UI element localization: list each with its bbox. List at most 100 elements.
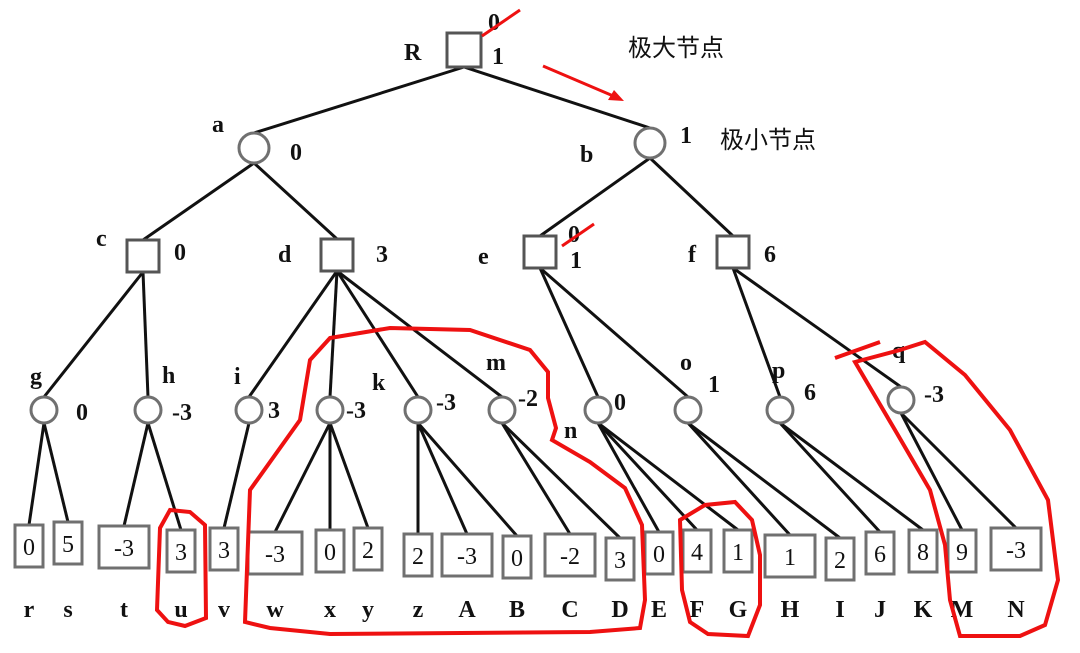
edges bbox=[27, 65, 1018, 540]
root-value: 1 bbox=[492, 44, 504, 70]
node-value-k: -3 bbox=[436, 390, 456, 416]
node-value-b: 1 bbox=[680, 123, 692, 149]
legend-max-node: 极大节点 bbox=[628, 34, 724, 62]
leaf-node-K bbox=[907, 528, 939, 574]
min-node-a bbox=[237, 131, 271, 165]
leaf-node-y bbox=[352, 526, 384, 572]
leaf-label-G: G bbox=[729, 597, 748, 623]
min-node-j bbox=[315, 395, 345, 425]
min-node-i bbox=[234, 395, 264, 425]
leaf-node-x bbox=[314, 528, 346, 574]
leaf-node-B bbox=[501, 534, 533, 580]
tree-edge bbox=[335, 270, 420, 398]
node-value-h: -3 bbox=[172, 400, 192, 426]
leaf-label-B: B bbox=[509, 597, 525, 623]
leaf-node-D bbox=[604, 536, 636, 582]
node-label-i: i bbox=[234, 364, 241, 390]
min-node-h bbox=[133, 395, 163, 425]
tree-edge bbox=[500, 422, 572, 535]
tree-edge bbox=[686, 421, 792, 537]
leaf-value-s: 5 bbox=[62, 532, 74, 558]
leaf-label-y: y bbox=[362, 597, 374, 623]
node-value-g: 0 bbox=[76, 400, 88, 426]
leaf-node-G bbox=[722, 528, 754, 574]
red-arrow-icon bbox=[542, 64, 624, 101]
tree-edge bbox=[141, 271, 150, 398]
leaf-node-M bbox=[946, 528, 978, 574]
tree-edge bbox=[336, 269, 503, 399]
min-node-k bbox=[403, 395, 433, 425]
node-label-a: a bbox=[212, 112, 224, 138]
leaf-value-B: 0 bbox=[511, 546, 523, 572]
leaf-value-D: 3 bbox=[614, 548, 626, 574]
leaf-label-E: E bbox=[651, 597, 667, 623]
leaf-label-J: J bbox=[874, 597, 886, 623]
node-value-a: 0 bbox=[290, 140, 302, 166]
leaf-label-v: v bbox=[218, 597, 230, 623]
tree-edge bbox=[27, 422, 46, 526]
leaf-node-N bbox=[989, 526, 1043, 572]
leaf-label-N: N bbox=[1007, 597, 1025, 623]
prune-outline-middle bbox=[242, 325, 648, 637]
node-value-j: -3 bbox=[346, 398, 366, 424]
prune-outline-u bbox=[154, 507, 209, 629]
min-node-m bbox=[487, 395, 517, 425]
node-label-b: b bbox=[580, 142, 593, 168]
leaf-node-s bbox=[52, 520, 84, 566]
tree-edge bbox=[539, 266, 689, 399]
tree-edge bbox=[596, 421, 699, 532]
tree-edge bbox=[416, 422, 519, 537]
node-label-d: d bbox=[278, 242, 292, 268]
node-value-c: 0 bbox=[174, 240, 186, 266]
leaf-node-F bbox=[681, 528, 713, 574]
prune-outline-q bbox=[851, 339, 1061, 638]
min-node-o bbox=[673, 395, 703, 425]
leaf-value-C: -2 bbox=[560, 544, 580, 570]
tree-edge bbox=[146, 422, 183, 531]
tree-edge bbox=[596, 422, 661, 533]
tree-edge bbox=[416, 422, 469, 535]
node-value-p: 6 bbox=[804, 380, 816, 406]
leaf-value-J: 6 bbox=[874, 542, 886, 568]
leaf-value-F: 4 bbox=[691, 540, 703, 566]
tree-edge bbox=[648, 156, 735, 238]
leaf-value-u: 3 bbox=[175, 540, 187, 566]
leaf-node-A bbox=[440, 532, 494, 578]
tree-edge bbox=[222, 422, 251, 529]
leaf-label-D: D bbox=[611, 597, 628, 623]
node-label-f: f bbox=[688, 242, 697, 268]
leaf-node-u bbox=[165, 528, 197, 574]
node-value-e: 1 bbox=[570, 248, 582, 274]
node-label-g: g bbox=[30, 364, 42, 390]
tree-edge bbox=[273, 422, 332, 533]
strike-mark bbox=[561, 222, 595, 248]
tree-edge bbox=[687, 421, 841, 540]
tree-edge bbox=[731, 267, 782, 398]
max-node-f bbox=[715, 234, 751, 270]
leaf-node-C bbox=[543, 532, 597, 578]
tree-edge bbox=[142, 161, 255, 242]
leaf-label-A: A bbox=[458, 597, 476, 623]
tree-edge bbox=[463, 65, 651, 130]
leaf-value-y: 2 bbox=[362, 538, 374, 564]
tree-edge bbox=[247, 270, 339, 398]
leaf-node-H bbox=[763, 533, 817, 579]
leaf-node-I bbox=[824, 536, 856, 582]
leaf-value-K: 8 bbox=[917, 540, 929, 566]
tree-edge bbox=[899, 412, 964, 531]
min-node-p bbox=[765, 395, 795, 425]
leaf-node-t bbox=[97, 524, 151, 570]
leaf-value-v: 3 bbox=[218, 538, 230, 564]
leaf-label-C: C bbox=[561, 597, 578, 623]
leaf-label-F: F bbox=[690, 597, 705, 623]
prune-outline-FG bbox=[677, 499, 762, 639]
node-label-c: c bbox=[96, 226, 107, 252]
leaf-label-K: K bbox=[914, 597, 933, 623]
tree-edge bbox=[328, 270, 339, 398]
leaf-value-M: 9 bbox=[956, 540, 968, 566]
tree-edge bbox=[779, 421, 924, 532]
leaf-label-u: u bbox=[174, 597, 187, 623]
tree-edge bbox=[732, 266, 902, 389]
node-label-o: o bbox=[680, 350, 692, 376]
